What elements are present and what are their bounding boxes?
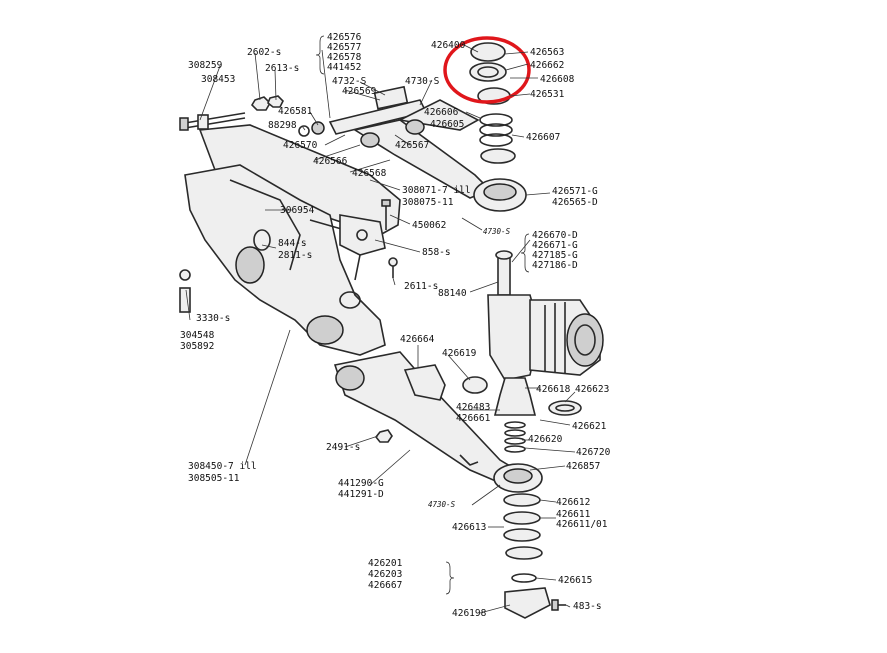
label-426567: 426567 [395,140,429,151]
label-426664: 426664 [400,334,435,345]
crossmember-bracket [184,124,401,356]
label-2491: 2491-s [326,442,360,453]
label-4730c: 4730-S [428,500,456,509]
part-labels: 308259 308453 2602-s 2613-s 426576 42657… [180,32,611,619]
label-426671: 426671-G [532,240,578,251]
label-426577: 426577 [327,42,361,53]
label-426571: 426571-G [552,186,598,197]
label-426720: 426720 [576,447,611,458]
label-426621: 426621 [572,421,607,432]
label-426619: 426619 [442,348,477,359]
label-426608: 426608 [540,74,575,85]
label-426606: 426606 [424,107,459,118]
label-426613: 426613 [452,522,486,533]
label-426531: 426531 [530,89,565,100]
label-426607: 426607 [526,132,560,143]
label-308071: 308071-7 ill [402,185,471,196]
nut-2491 [374,429,393,443]
label-426857: 426857 [566,461,600,472]
label-4730b: 4730-S [483,227,511,236]
label-4732: 4732-S [332,76,367,87]
label-483: 483-s [573,601,602,612]
label-426611: 426611 [556,509,591,520]
label-427186: 427186-D [532,260,578,271]
label-426483: 426483 [456,402,490,413]
label-308075: 308075-11 [402,197,454,208]
label-308259: 308259 [188,60,223,71]
label-426661: 426661 [456,413,491,424]
upper-arm-shaft [298,85,428,137]
label-450062: 450062 [412,220,446,231]
label-858: 858-s [422,247,451,258]
label-426670: 426670-D [532,230,578,241]
label-426400: 426400 [431,40,466,51]
label-308505: 308505-11 [188,473,240,484]
label-426620: 426620 [528,434,563,445]
label-4730a: 4730-S [405,76,440,87]
circlip-ring [555,404,575,412]
label-441291: 441291-D [338,489,384,500]
nut-pair [250,95,284,111]
label-426566: 426566 [313,156,348,167]
label-braces [315,35,530,595]
label-427185: 427185-G [532,250,578,261]
label-844: 844-s [278,238,307,249]
label-305892: 305892 [180,341,214,352]
label-2611: 2611-s [404,281,438,292]
lower-control-arm [333,351,543,493]
small-bolts [179,199,398,313]
label-426623: 426623 [575,384,609,395]
label-426662: 426662 [530,60,564,71]
label-426578: 426578 [327,52,362,63]
label-426581: 426581 [278,106,313,117]
label-426570: 426570 [283,140,318,151]
label-426565: 426565-D [552,197,598,208]
label-426612: 426612 [556,497,590,508]
label-88298: 88298 [268,120,297,131]
label-426576: 426576 [327,32,362,43]
label-426201: 426201 [368,558,403,569]
label-426667: 426667 [368,580,402,591]
label-308453: 308453 [201,74,235,85]
upper-kingpin-stack [469,42,527,212]
leader-lines [185,43,576,614]
label-2602: 2602-s [247,47,281,58]
label-426618: 426618 [536,384,571,395]
label-426611b: 426611/01 [556,519,608,530]
label-426605: 426605 [430,119,464,130]
label-426203: 426203 [368,569,402,580]
long-bolt-308259 [179,112,246,131]
label-304548: 304548 [180,330,215,341]
label-2811: 2811-s [278,250,312,261]
label-426615: 426615 [558,575,592,586]
label-441452: 441452 [327,62,361,73]
label-88140: 88140 [438,288,467,299]
lower-stack [503,493,566,619]
label-426198: 426198 [452,608,487,619]
label-426569: 426569 [342,86,377,97]
label-2613: 2613-s [265,63,299,74]
label-3330: 3330-s [196,313,230,324]
highlight-circle [443,36,531,104]
spindle-knuckle [487,250,604,381]
label-308450: 308450-7 ill [188,461,257,472]
label-306954: 306954 [280,205,315,216]
label-426563: 426563 [530,47,564,58]
label-441290: 441290-G [338,478,384,489]
lower-kingpin-boot [462,376,582,453]
label-426568: 426568 [352,168,387,179]
